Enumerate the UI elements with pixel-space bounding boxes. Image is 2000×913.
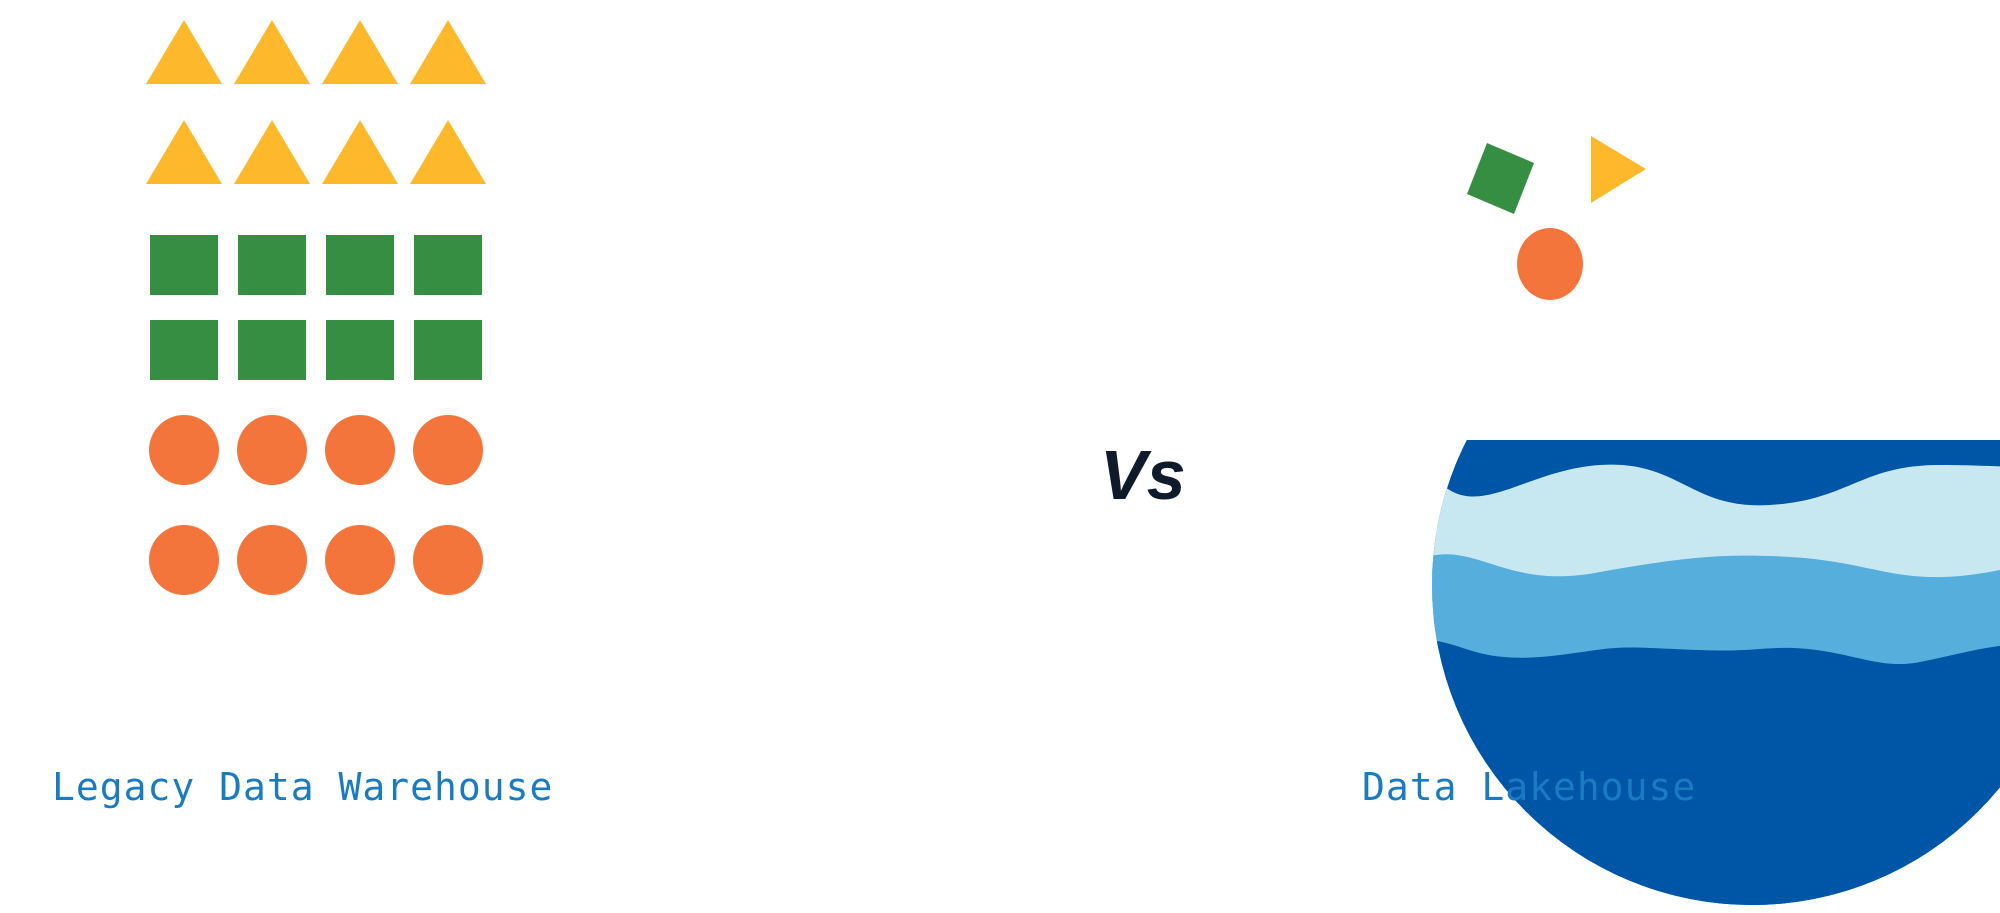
yellow-triangle-shape	[146, 20, 222, 84]
orange-circle-shape	[413, 525, 483, 595]
data-lakehouse-label: Data Lakehouse	[1362, 765, 1697, 809]
green-square-shape	[238, 235, 306, 295]
green-square-shape	[326, 235, 394, 295]
green-square-shape	[414, 320, 482, 380]
lake-mid-layer-lower	[1432, 640, 2000, 905]
legacy-data-warehouse-label: Legacy Data Warehouse	[52, 765, 554, 809]
yellow-triangle-shape	[322, 120, 398, 184]
yellow-triangle-shape	[1591, 136, 1646, 203]
warehouse-shapes-grid	[146, 20, 486, 595]
green-square-shape	[238, 320, 306, 380]
yellow-triangle-shape	[234, 120, 310, 184]
yellow-triangle-shape	[234, 20, 310, 84]
green-square-shape	[150, 320, 218, 380]
orange-circle-shape	[1517, 228, 1583, 300]
yellow-triangle-shape	[322, 20, 398, 84]
yellow-triangle-shape	[410, 120, 486, 184]
orange-circle-shape	[325, 415, 395, 485]
versus-text: Vs	[1100, 436, 1186, 514]
green-square-shape	[1467, 143, 1534, 214]
orange-circle-shape	[149, 415, 219, 485]
orange-circle-shape	[237, 525, 307, 595]
lake-bowl	[1432, 440, 2000, 905]
orange-circle-shape	[237, 415, 307, 485]
orange-circle-shape	[149, 525, 219, 595]
orange-circle-shape	[413, 415, 483, 485]
orange-circle-shape	[325, 525, 395, 595]
yellow-triangle-shape	[410, 20, 486, 84]
green-square-shape	[414, 235, 482, 295]
lakehouse-floating-shapes	[1467, 136, 1646, 300]
yellow-triangle-shape	[146, 120, 222, 184]
green-square-shape	[150, 235, 218, 295]
green-square-shape	[326, 320, 394, 380]
